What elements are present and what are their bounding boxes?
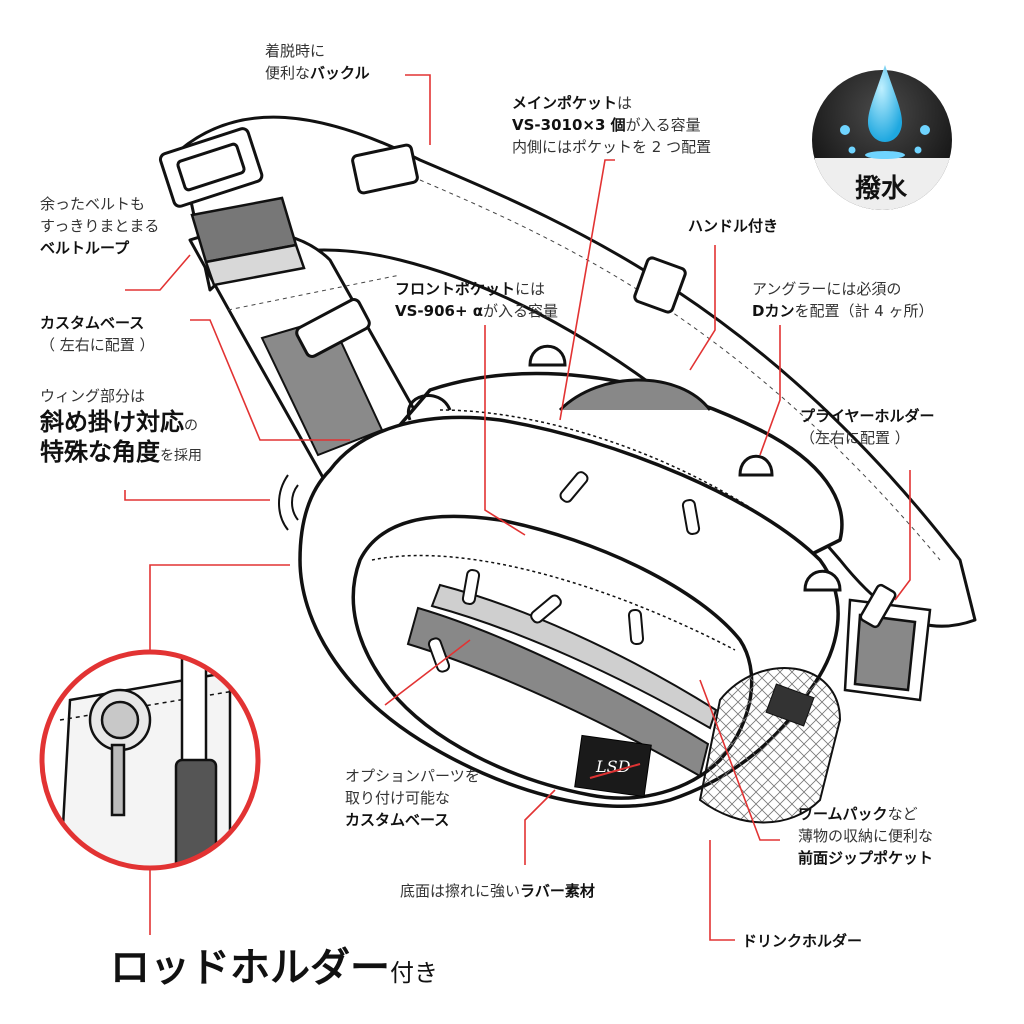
label-rod-holder: ロッドホルダー付き — [110, 945, 438, 991]
belt-loop — [190, 196, 306, 287]
label-plier-holder: プライヤーホルダー （左右に配置 ） — [800, 407, 935, 447]
label-d-ring: アングラーには必須の Dカンを配置（計 4 ヶ所） — [752, 280, 934, 320]
water-repellent-badge — [812, 65, 952, 214]
lsd-logo: LSD — [574, 734, 652, 798]
label-custom-base-side: カスタムベース （ 左右に配置 ） — [40, 314, 155, 354]
d-rings — [406, 344, 842, 592]
drink-holder — [698, 667, 842, 824]
label-main-pocket: メインポケットは VS-3010×3 個が入る容量 内側にはポケットを 2 つ配… — [512, 94, 712, 156]
leader-lines — [124, 74, 911, 941]
label-buckle: 着脱時に 便利なバックル — [265, 42, 370, 82]
label-rubber-bottom: 底面は擦れに強いラバー素材 — [400, 882, 595, 900]
front-gray-band — [406, 583, 718, 778]
plier-holder — [843, 583, 932, 702]
signal-icon — [278, 474, 299, 531]
zipper-pulls — [427, 471, 701, 673]
badge-label: 撥水 — [854, 174, 907, 204]
rod-holder-zoom — [39, 649, 261, 871]
label-belt-loop: 余ったベルトも すっきりまとまる ベルトループ — [40, 195, 160, 257]
label-front-pocket: フロントポケットには VS-906+ αが入る容量 — [395, 280, 559, 320]
label-drink-holder: ドリンクホルダー — [742, 932, 863, 950]
label-worm-pack: ワームパックなど 薄物の収納に便利な 前面ジップポケット — [798, 805, 934, 867]
handle — [558, 378, 712, 412]
label-handle: ハンドル付き — [688, 217, 779, 235]
water-drop-icon — [840, 65, 930, 159]
label-option-base: オプションパーツを 取り付け可能な カスタムベース — [345, 767, 480, 829]
buckle — [158, 127, 419, 208]
label-wing: ウィング部分は 斜め掛け対応の 特殊な角度を採用 — [40, 387, 202, 466]
logo-text: LSD — [595, 757, 631, 776]
